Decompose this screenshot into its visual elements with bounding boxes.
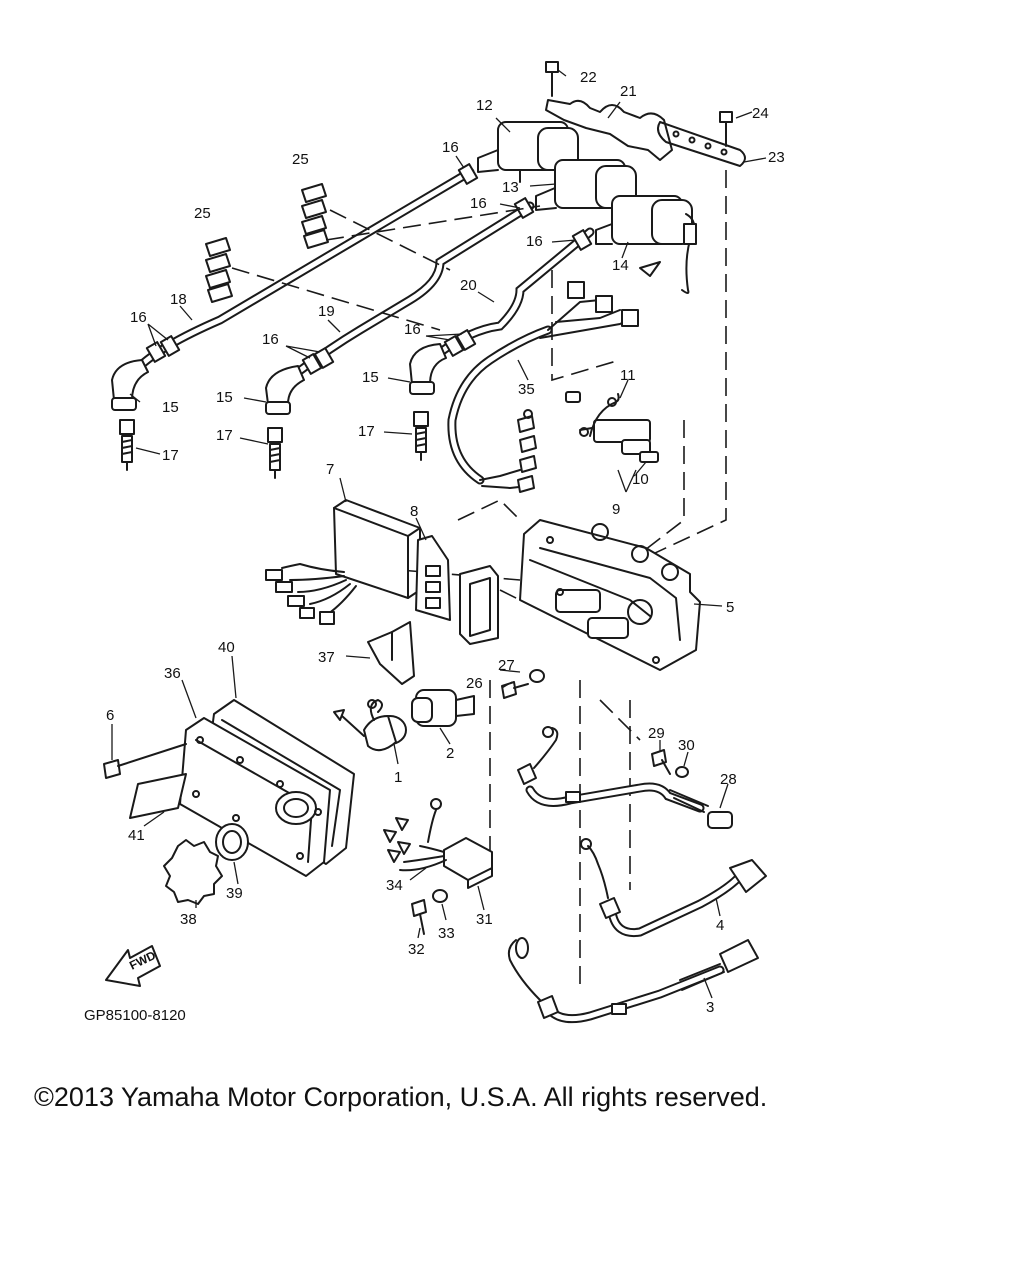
- callout-16-d: 16: [130, 309, 147, 326]
- leader-lines: [111, 69, 767, 999]
- washer-27: [529, 669, 545, 683]
- callout-19: 19: [318, 303, 335, 320]
- callout-24: 24: [752, 105, 769, 122]
- copyright-notice: ©2013 Yamaha Motor Corporation, U.S.A. A…: [34, 1082, 767, 1112]
- ignition-coil-14: [595, 195, 697, 294]
- callout-17-right: 17: [358, 423, 375, 440]
- switch-2: [411, 689, 475, 727]
- callout-32: 32: [408, 941, 425, 958]
- callout-8: 8: [410, 503, 418, 520]
- callout-13: 13: [502, 179, 519, 196]
- callout-labels: 22 21 24 23 12 13 14 16 16 16 25 25 18 1…: [106, 69, 785, 1016]
- callout-38: 38: [180, 911, 197, 928]
- bolt-29: [651, 749, 671, 775]
- callout-27: 27: [498, 657, 515, 674]
- plug-cap-15-middle: [265, 365, 305, 415]
- electrical-box-5: [519, 519, 701, 671]
- callout-22: 22: [580, 69, 597, 86]
- spark-plug-17-left: [119, 419, 135, 471]
- callout-15-middle: 15: [216, 389, 233, 406]
- coil-bracket-21: [545, 99, 673, 161]
- callout-20: 20: [460, 277, 477, 294]
- callout-2: 2: [446, 745, 454, 762]
- seal-39: [215, 823, 249, 861]
- callout-40: 40: [218, 639, 235, 656]
- callout-16-a: 16: [442, 139, 459, 156]
- bolt-24: [719, 111, 733, 147]
- callout-6: 6: [106, 707, 114, 724]
- callout-33: 33: [438, 925, 455, 942]
- callout-9: 9: [612, 501, 620, 518]
- cdi-unit-7: [265, 499, 421, 625]
- callout-16-e: 16: [262, 331, 279, 348]
- bolt-32: [411, 899, 427, 935]
- callout-5: 5: [726, 599, 734, 616]
- callout-16-b: 16: [470, 195, 487, 212]
- label-plate-41: [129, 773, 187, 819]
- forward-direction-arrow: FWD: [105, 945, 161, 987]
- callout-34: 34: [386, 877, 403, 894]
- callout-25-lower: 25: [194, 205, 211, 222]
- callout-11: 11: [620, 367, 636, 384]
- unit-31: [383, 798, 493, 889]
- callout-17-left: 17: [162, 447, 179, 464]
- mount-plate-23: [657, 121, 746, 167]
- relay-11: [565, 391, 620, 437]
- callout-30: 30: [678, 737, 695, 754]
- callout-31: 31: [476, 911, 493, 928]
- spark-plug-lead-18: [133, 167, 475, 373]
- callout-26: 26: [466, 675, 483, 692]
- callout-29: 29: [648, 725, 665, 742]
- cap-38: [163, 839, 223, 905]
- callout-21: 21: [620, 83, 637, 100]
- callout-18: 18: [170, 291, 187, 308]
- callout-7: 7: [326, 461, 334, 478]
- fuse-10: [639, 451, 659, 463]
- bolt-6: [103, 743, 187, 779]
- spark-plug-17-middle: [267, 427, 283, 479]
- callout-37: 37: [318, 649, 335, 666]
- callout-10: 10: [632, 471, 649, 488]
- lead-clip-25-upper: [301, 183, 329, 249]
- callout-35: 35: [518, 381, 535, 398]
- callout-23: 23: [768, 149, 785, 166]
- switch-1: [333, 699, 407, 752]
- callout-12: 12: [476, 97, 493, 114]
- bolt-26: [501, 681, 529, 699]
- callout-17-middle: 17: [216, 427, 233, 444]
- bracket-37: [367, 621, 415, 685]
- spark-plug-17-right: [413, 411, 429, 461]
- callout-16-c: 16: [526, 233, 543, 250]
- spark-plug-lead-19: [293, 201, 535, 377]
- callout-36: 36: [164, 665, 181, 682]
- washer-33: [432, 889, 448, 903]
- callout-15-right: 15: [362, 369, 379, 386]
- callout-28: 28: [720, 771, 737, 788]
- washer-30: [675, 766, 689, 778]
- plug-cap-15-right: [409, 343, 447, 395]
- lead-clip-25-lower: [205, 237, 233, 303]
- cdi-holder-8: [415, 535, 499, 645]
- callout-1: 1: [394, 769, 402, 786]
- callout-41: 41: [128, 827, 145, 844]
- drawing-code: GP85100-8120: [84, 1007, 186, 1024]
- sensor-lead-3: [507, 937, 759, 1024]
- bolt-22: [545, 61, 559, 97]
- sensor-cable-28: [517, 726, 733, 829]
- callout-14: 14: [612, 257, 629, 274]
- callout-39: 39: [226, 885, 243, 902]
- plug-cap-15-left: [111, 359, 149, 411]
- callout-25-upper: 25: [292, 151, 309, 168]
- callout-4: 4: [716, 917, 724, 934]
- callout-3: 3: [706, 999, 714, 1016]
- sensor-lead-4: [580, 838, 767, 938]
- wire-harness-35: [447, 281, 639, 493]
- fuse-holder-9: [593, 419, 651, 455]
- assembly-guide-lines: [231, 170, 727, 990]
- callout-16-f: 16: [404, 321, 421, 338]
- cover-36: [179, 717, 331, 877]
- callout-15-left: 15: [162, 399, 179, 416]
